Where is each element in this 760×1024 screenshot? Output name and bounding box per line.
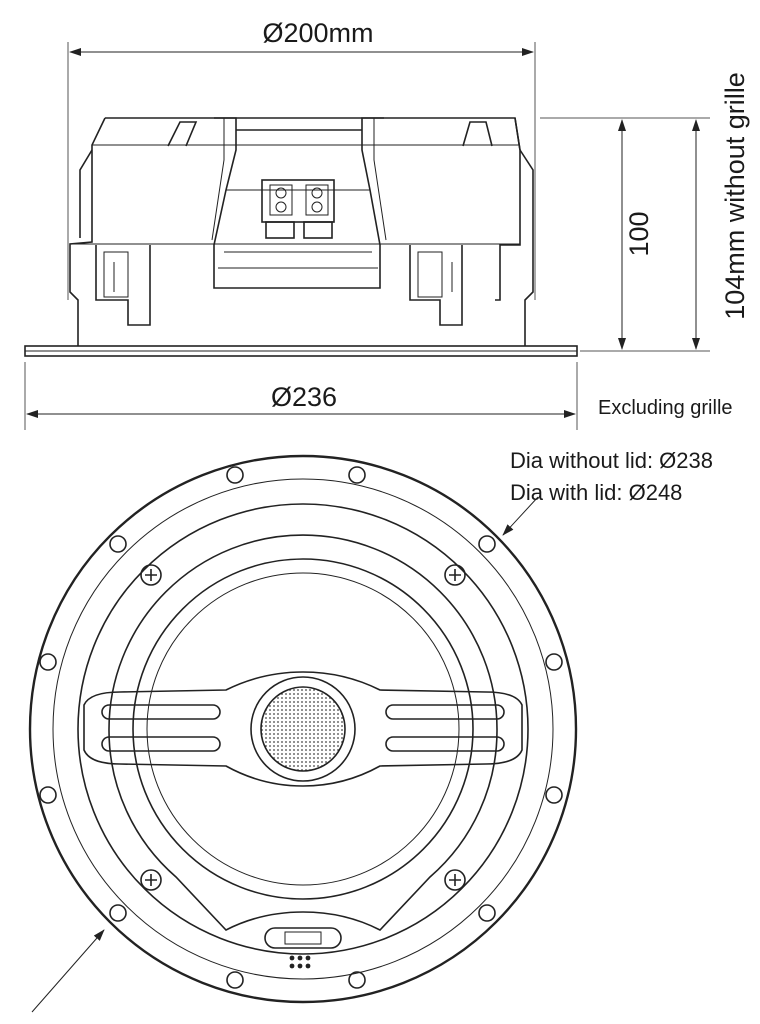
tweeter-bridge [83,671,523,787]
top-diameter-dimension: Ø200mm [67,18,536,300]
front-view: Dia without lid: Ø238 Dia with lid: Ø248 [28,448,713,1013]
total-depth-label: 104mm without grille [720,72,750,320]
speaker-body [24,117,578,357]
bottom-diameter-dimension: Ø236 [24,362,578,430]
top-diameter-label: Ø200mm [262,18,373,48]
lower-leader-arrow [31,929,105,1013]
excluding-grille-note: Excluding grille [598,397,733,419]
depth-label: 100 [624,211,654,256]
depth-dimension: 100 [540,117,710,352]
mounting-holes [39,466,563,989]
bottom-diameter-label: Ø236 [271,382,337,412]
screws [140,564,466,891]
side-view: Ø200mm [24,18,750,430]
dia-without-lid-note: Dia without lid: Ø238 [510,448,713,473]
total-depth-dimension: 104mm without grille [692,72,750,350]
dia-with-lid-note: Dia with lid: Ø248 [510,480,682,505]
upper-leader-arrow [502,496,539,536]
terminal-indicator [264,927,342,969]
